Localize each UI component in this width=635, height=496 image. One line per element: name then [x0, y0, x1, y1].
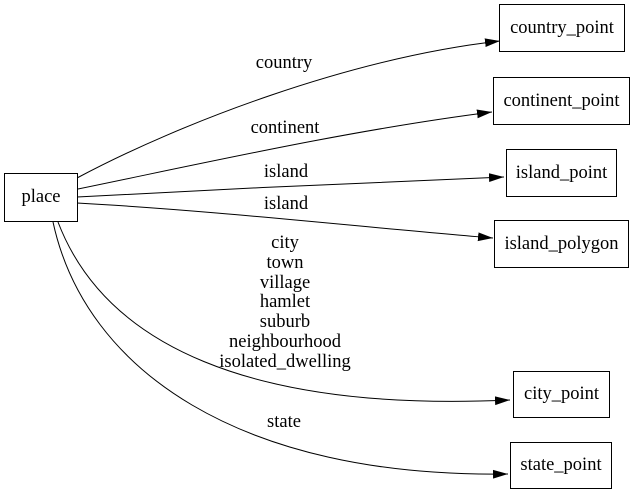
edge-place-country_point	[76, 38, 501, 179]
node-city-point-label: city_point	[523, 384, 600, 404]
node-city-point: city_point	[513, 371, 610, 418]
edge-label-state: state	[267, 412, 301, 432]
node-island-point: island_point	[506, 149, 617, 197]
edge-label-village: village	[259, 272, 311, 293]
node-state-point: state_point	[510, 442, 612, 489]
node-country-point-label: country_point	[510, 17, 614, 38]
edge-place-state_point	[52, 221, 509, 479]
node-island-point-label: island_point	[515, 162, 608, 183]
node-place: place	[4, 173, 78, 222]
edge-label-neighbourhood: neighbourhood	[228, 331, 342, 352]
node-island-polygon: island_polygon	[494, 220, 629, 268]
edge-label-continent: continent	[250, 118, 320, 138]
edge-label-isolated-dwelling: isolated_dwelling	[219, 351, 351, 372]
edge-label-suburb: suburb	[259, 312, 311, 333]
node-continent-point-label: continent_point	[503, 90, 620, 111]
edge-label-city: city	[271, 233, 299, 253]
node-continent-point: continent_point	[493, 77, 630, 125]
node-island-polygon-label: island_polygon	[504, 233, 619, 254]
edge-label-island-polygon: island	[263, 194, 309, 214]
node-place-label: place	[21, 187, 61, 207]
edge-label-town: town	[266, 252, 304, 273]
edge-label-city-group: city town village hamlet suburb neighbou…	[219, 233, 351, 373]
node-country-point: country_point	[499, 4, 625, 52]
edge-place-city_point	[57, 221, 511, 406]
node-state-point-label: state_point	[520, 455, 602, 475]
edge-place-island_polygon	[76, 202, 494, 242]
edge-label-island-point: island	[263, 162, 309, 182]
edge-label-country: country	[255, 53, 313, 73]
edge-label-hamlet: hamlet	[259, 292, 311, 313]
edge-place-continent_point	[77, 109, 493, 190]
edge-place-island_point	[76, 173, 505, 198]
